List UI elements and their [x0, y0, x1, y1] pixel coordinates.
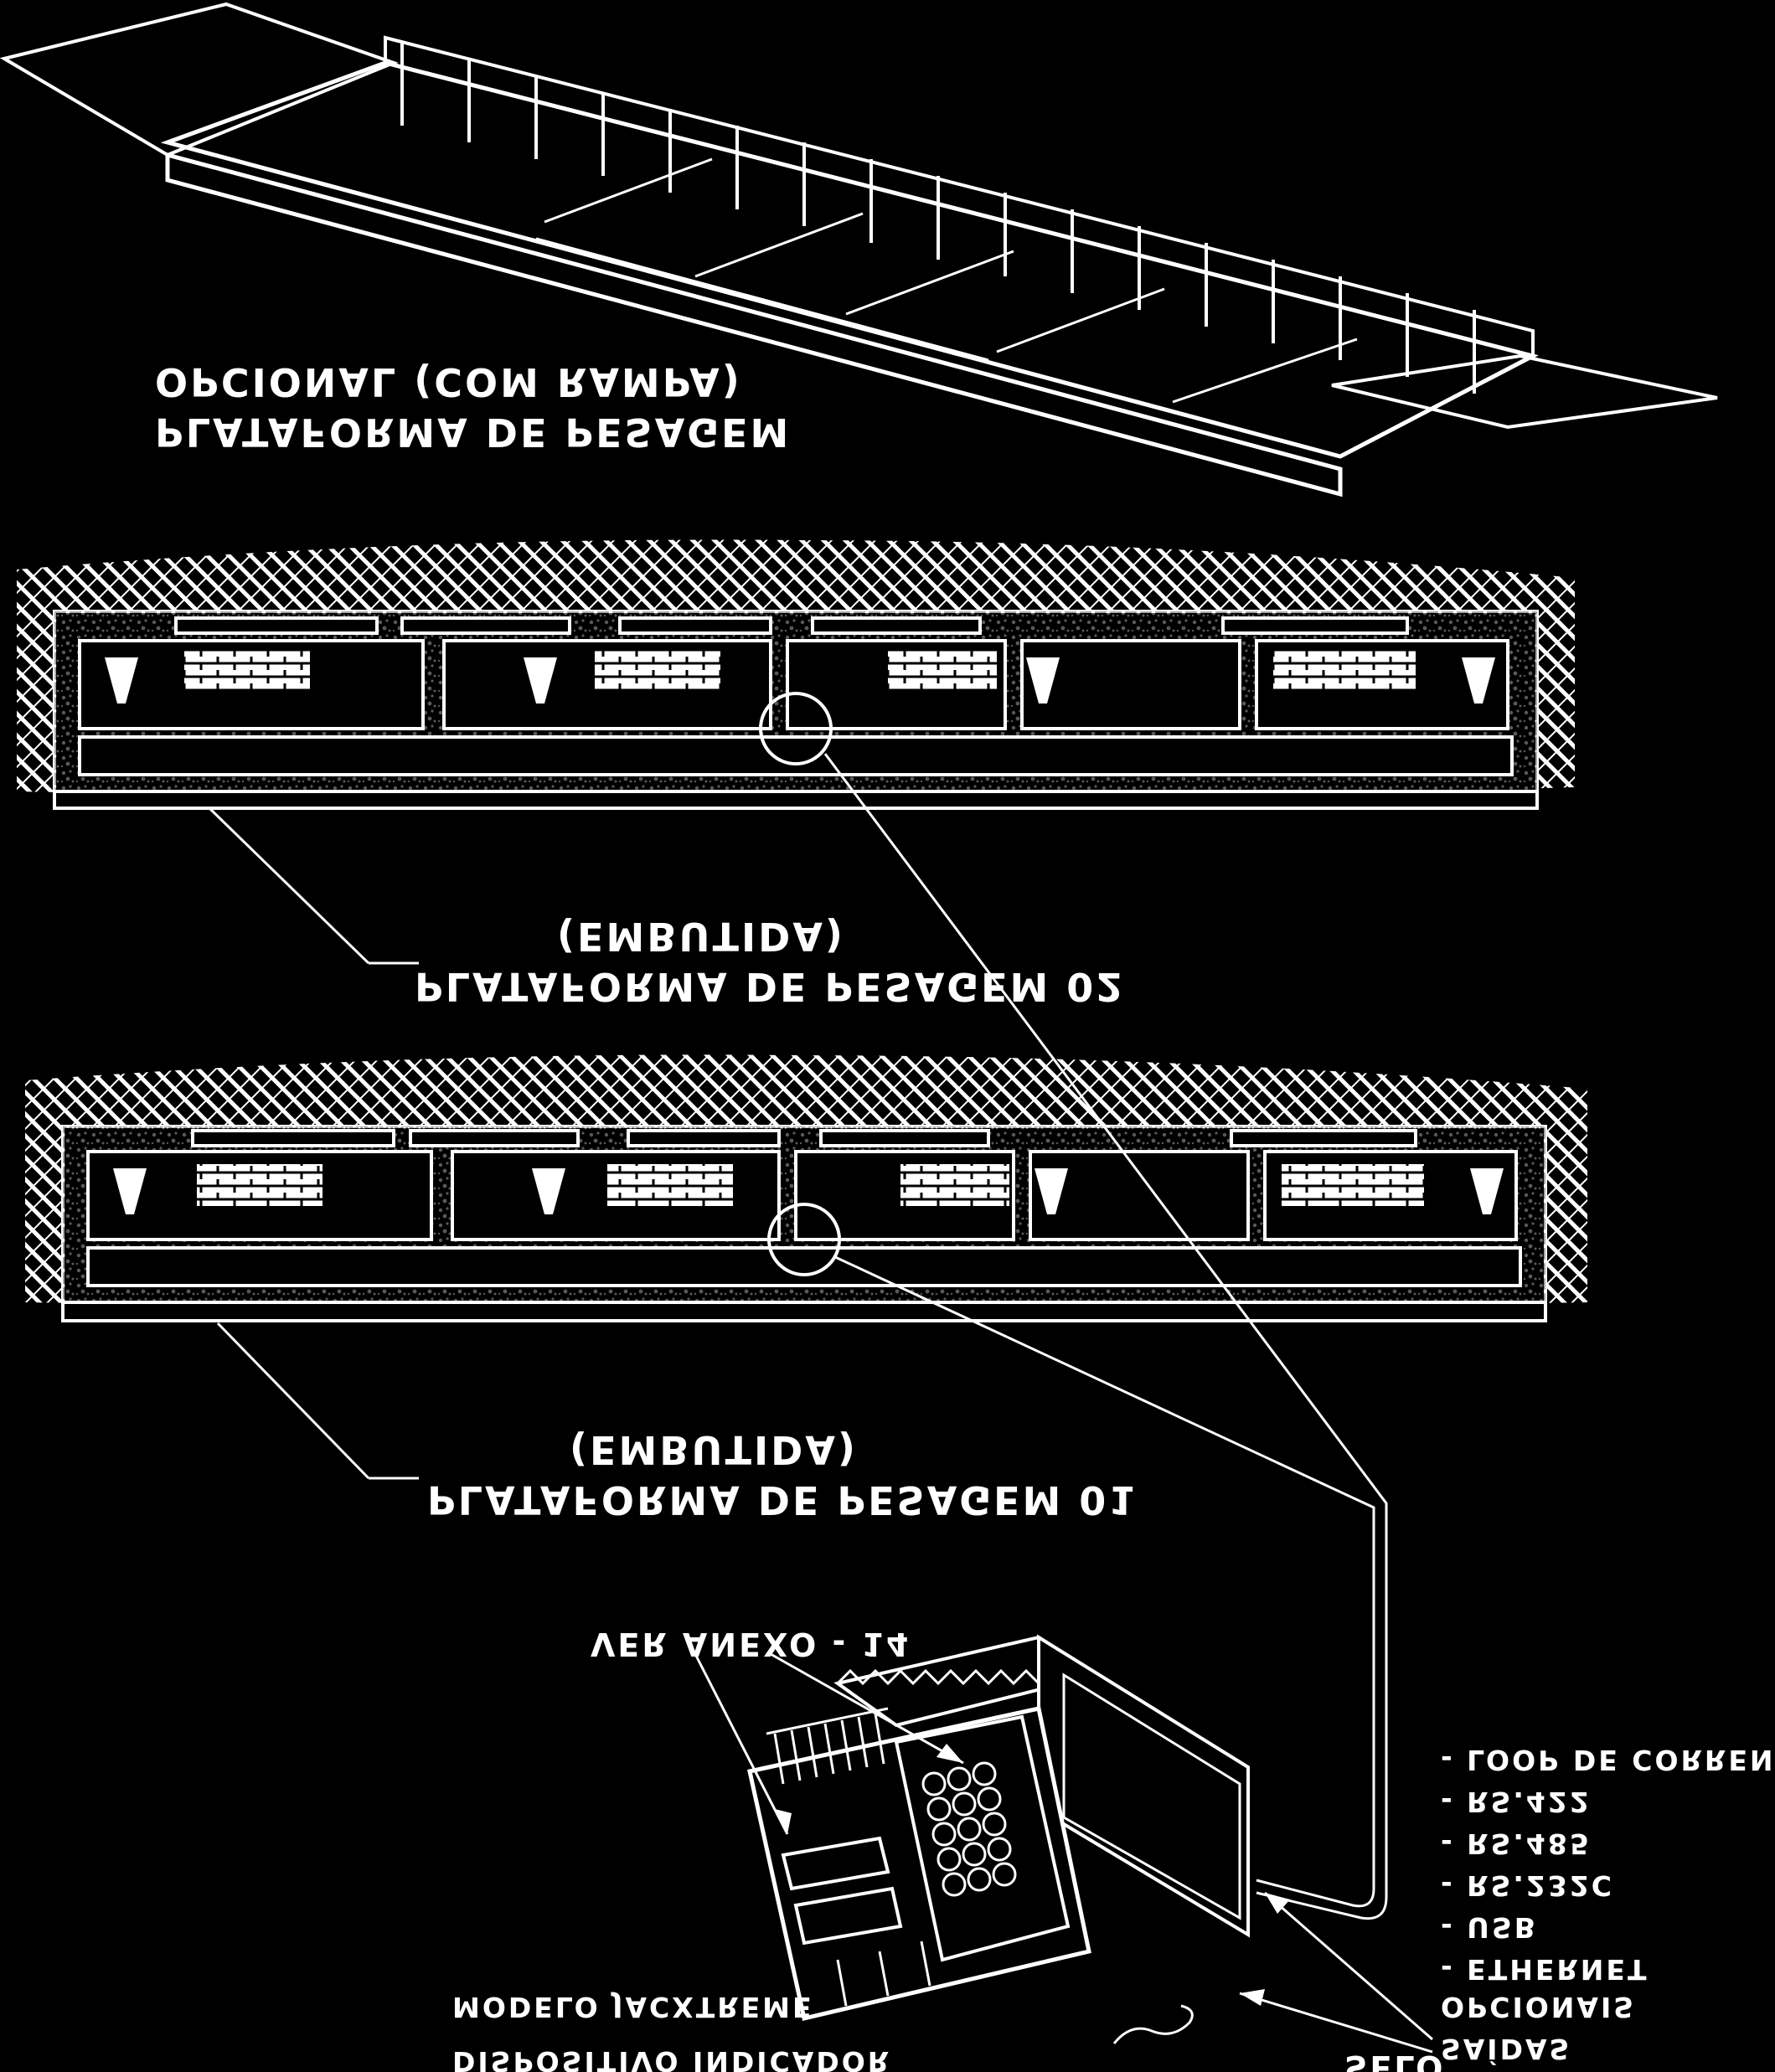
seal-label: SELO	[1344, 2049, 1446, 2072]
annex-label: VER ANEXO - 14	[591, 1626, 911, 1662]
outputs-label-line2: SAÍDAS	[1441, 2033, 1571, 2066]
cables	[823, 753, 1388, 1920]
platform-01-section	[25, 1054, 1587, 1480]
ramp-label-line1: OPCIONAL (COM RAMPA)	[155, 359, 742, 405]
ramp-platform	[0, 2, 1718, 497]
platform-02-section	[17, 539, 1575, 965]
option-usb: - USB	[1441, 1911, 1538, 1944]
platform-01-label-line1: (EMBUTIDA)	[570, 1427, 858, 1472]
indicator-device	[747, 1634, 1250, 2044]
labels: OPCIONAL (COM RAMPA) PLATAFORMA DE PESAG…	[155, 359, 1775, 2072]
option-rs485: - RS.485	[1441, 1827, 1592, 1860]
option-ethernet: - ETHERNET	[1441, 1953, 1649, 1986]
option-rs422: - RS.422	[1441, 1786, 1592, 1818]
platform-02-label-line1: (EMBUTIDA)	[557, 914, 845, 959]
platform-02-label-line2: PLATAFORMA DE PESAGEM 02	[415, 964, 1125, 1009]
leader-lines	[694, 1652, 1433, 2054]
model-label: MODELO JACXTREME	[452, 1991, 814, 2023]
option-loop: - LOOP DE CORRENTE	[1441, 1744, 1775, 1776]
device-label: DISPOSITIVO INDICADOR	[452, 2045, 891, 2072]
ramp-label-line2: PLATAFORMA DE PESAGEM	[155, 410, 791, 455]
outputs-label-line1: OPCIONAIS	[1441, 1991, 1636, 2023]
option-rs232: - RS.232C	[1441, 1869, 1614, 1902]
platform-01-label-line2: PLATAFORMA DE PESAGEM 01	[427, 1477, 1138, 1523]
